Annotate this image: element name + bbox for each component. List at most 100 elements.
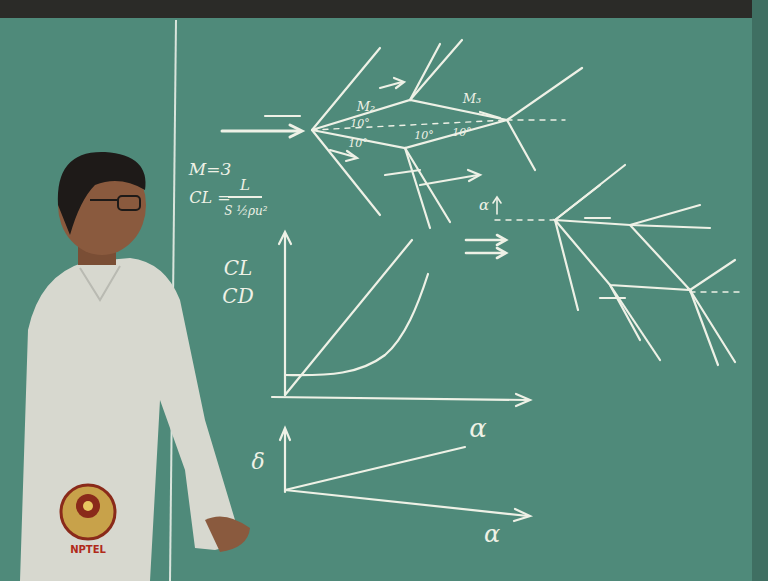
hair bbox=[58, 152, 146, 235]
oblique-shock bbox=[312, 48, 380, 130]
board-label: α bbox=[484, 522, 500, 546]
wake-line bbox=[690, 291, 740, 292]
chalk-text: CD bbox=[222, 284, 253, 308]
chalk-text: α bbox=[479, 196, 489, 214]
arrow-head bbox=[468, 170, 480, 181]
lens bbox=[118, 196, 140, 210]
reference-line bbox=[495, 219, 555, 220]
board-frame bbox=[0, 0, 768, 18]
flow-arrow bbox=[600, 297, 625, 299]
freestream-arrow bbox=[222, 130, 300, 133]
deflection-line bbox=[285, 447, 465, 490]
board-label: 10° bbox=[348, 133, 368, 151]
nptel-logo bbox=[61, 485, 115, 539]
lecturer bbox=[20, 152, 250, 581]
chalk-text: 10° bbox=[452, 126, 472, 139]
expansion-fan bbox=[610, 285, 660, 360]
trailing-shock bbox=[507, 120, 535, 170]
chalk-text: δ bbox=[251, 449, 264, 474]
flow-arrow bbox=[265, 115, 300, 117]
freestream-arrow bbox=[466, 239, 505, 242]
board-label: M=3 bbox=[189, 161, 231, 179]
glasses bbox=[90, 196, 140, 210]
oblique-shock bbox=[555, 165, 625, 220]
chalk-text: α bbox=[484, 520, 500, 548]
arrow-head bbox=[280, 428, 290, 440]
board-label: M₃ bbox=[463, 89, 482, 107]
arrow-head bbox=[493, 197, 501, 203]
board-label: M₂ bbox=[357, 97, 376, 115]
shirt bbox=[20, 258, 236, 581]
chord-line bbox=[312, 120, 507, 130]
fraction-bar bbox=[228, 196, 262, 198]
arrow-head bbox=[394, 78, 404, 88]
arrow-head bbox=[516, 394, 530, 406]
collar bbox=[80, 266, 120, 300]
x-axis bbox=[272, 397, 528, 400]
hand bbox=[205, 516, 250, 552]
expansion-fan bbox=[630, 205, 700, 225]
board-label: 10° bbox=[414, 125, 434, 143]
arrow-head bbox=[497, 235, 506, 245]
airfoil-at-incidence bbox=[466, 165, 740, 365]
expansion-fan bbox=[405, 148, 450, 222]
board-label: CL bbox=[224, 258, 253, 279]
flow-arrow bbox=[585, 217, 610, 219]
diamond-airfoil bbox=[222, 40, 582, 228]
flow-arrow bbox=[480, 112, 500, 118]
arrow-head bbox=[514, 509, 530, 521]
arrow-head bbox=[497, 248, 506, 258]
board-label: 10° bbox=[350, 113, 370, 131]
chalk-text: M₂ bbox=[357, 99, 376, 114]
expansion-fan bbox=[410, 40, 462, 100]
board-label: L bbox=[240, 176, 250, 194]
arrow-head bbox=[346, 151, 357, 161]
arrow-head bbox=[279, 232, 291, 244]
trailing-shock bbox=[690, 290, 718, 365]
arrow-head bbox=[290, 125, 302, 137]
chalk-text: α bbox=[469, 413, 487, 443]
incidence-arrow bbox=[496, 198, 498, 214]
y-axis bbox=[284, 234, 286, 395]
expansion-fan bbox=[405, 148, 430, 228]
logo-ring bbox=[61, 485, 115, 539]
board-label: CD bbox=[222, 286, 253, 307]
board-label: S ½ρu² bbox=[224, 201, 267, 219]
board-label: 10° bbox=[452, 122, 472, 140]
chalk-text: 10° bbox=[350, 117, 370, 130]
chalk-text: 10° bbox=[348, 137, 368, 150]
freestream-arrow bbox=[466, 252, 505, 255]
watermark: NPTEL bbox=[70, 544, 106, 555]
airfoil-outline bbox=[312, 100, 507, 148]
oblique-shock bbox=[555, 220, 578, 310]
logo-gear bbox=[76, 494, 100, 518]
oblique-shock bbox=[312, 130, 380, 215]
glasses-arm bbox=[90, 199, 118, 201]
oblique-shock bbox=[555, 185, 600, 220]
airfoil-outline bbox=[555, 220, 690, 290]
flow-arrow bbox=[385, 170, 420, 175]
logo-hub bbox=[83, 501, 93, 511]
lift-drag-plot bbox=[272, 232, 530, 406]
board-edge bbox=[752, 0, 768, 581]
board-label: δ bbox=[251, 451, 264, 473]
board-label: NPTEL bbox=[70, 539, 106, 557]
chalk-text: 10° bbox=[414, 129, 434, 142]
wake-line bbox=[507, 119, 565, 120]
expansion-fan bbox=[630, 225, 710, 228]
x-axis bbox=[285, 490, 528, 516]
y-axis bbox=[284, 430, 286, 492]
chalk-text: S ½ρu² bbox=[224, 204, 267, 218]
trailing-shock bbox=[507, 68, 582, 120]
chalk-text: L bbox=[240, 176, 250, 194]
board-label: α bbox=[479, 196, 489, 214]
deflection-plot bbox=[280, 428, 530, 521]
chalk-text: M=3 bbox=[189, 159, 231, 179]
trailing-shock bbox=[690, 260, 735, 290]
drag-curve bbox=[285, 274, 428, 375]
board-label: α bbox=[469, 415, 487, 441]
